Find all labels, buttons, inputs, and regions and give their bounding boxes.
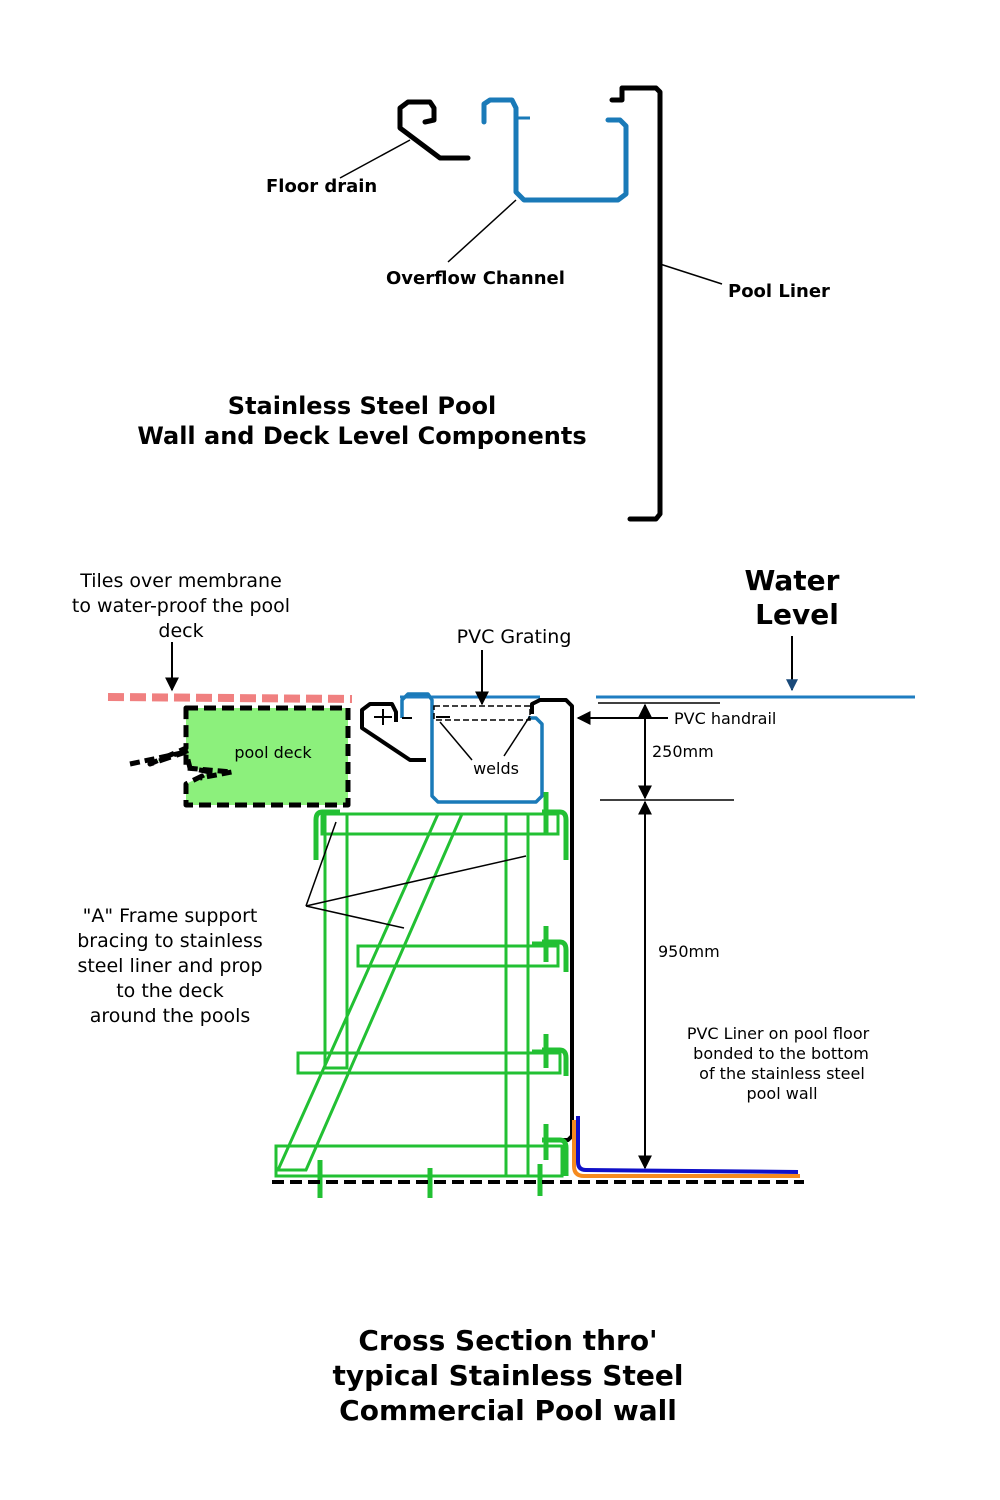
overflow-channel-label: Overflow Channel	[386, 268, 565, 289]
overflow-channel-profile	[481, 97, 629, 203]
caption-line2: typical Stainless Steel	[333, 1359, 684, 1392]
floor-liner-note-line3: of the stainless steel	[699, 1064, 865, 1083]
pvc-grating-label: PVC Grating	[457, 626, 572, 648]
frame-left-post	[323, 812, 349, 1070]
frame-leader-1	[305, 821, 337, 907]
dim-upper-label: 250mm	[652, 742, 714, 761]
frame-note-line5: around the pools	[90, 1005, 251, 1027]
bracket-top	[542, 809, 569, 860]
bracket-4	[542, 1137, 569, 1176]
bracket-3	[542, 1047, 569, 1076]
caption-line1: Cross Section thro'	[358, 1324, 657, 1357]
floor-liner-note-line2: bonded to the bottom	[693, 1044, 869, 1063]
frame-right-post	[504, 812, 530, 1178]
welds-label: welds	[473, 759, 519, 778]
welds-leader-left	[439, 721, 473, 761]
frame-note-line3: steel liner and prop	[77, 955, 262, 977]
tiles-note-line2: to water-proof the pool	[72, 595, 290, 617]
pool-liner-leader	[659, 263, 723, 285]
pvc-handrail-label: PVC handrail	[674, 709, 776, 728]
cross-section-group: Water Level Tiles over membrane to water…	[72, 564, 915, 1198]
bracket-left-top	[313, 809, 340, 860]
pool-liner-label: Pool Liner	[728, 281, 830, 302]
tiles-note-line3: deck	[158, 620, 203, 642]
water-level-label-line2: Level	[755, 598, 839, 631]
floor-drain-leader	[339, 139, 411, 179]
section-overflow-channel	[400, 692, 544, 804]
frame-leader-3	[305, 905, 405, 929]
components-group: Floor drain Overflow Channel Pool Liner …	[137, 85, 830, 522]
frame-rail-3	[296, 1051, 562, 1075]
floor-drain-label: Floor drain	[266, 176, 377, 197]
a-frame-support	[274, 792, 569, 1198]
tiles-membrane-line	[107, 693, 353, 703]
dim-lower-label: 950mm	[658, 942, 720, 961]
tiles-note-line1: Tiles over membrane	[79, 570, 282, 592]
frame-top-rail	[320, 812, 560, 836]
overflow-channel-leader	[447, 199, 517, 263]
frame-base-rail	[274, 1144, 564, 1178]
frame-rail-2	[356, 944, 560, 968]
bracket-2	[542, 939, 569, 972]
section-floor-drain	[360, 702, 426, 762]
components-title-line1: Stainless Steel Pool	[228, 392, 496, 420]
frame-leader-2	[305, 855, 527, 907]
water-level-label-line1: Water	[745, 564, 840, 597]
floor-drain-profile	[397, 99, 471, 161]
deck-break-line	[129, 748, 233, 781]
frame-note-line4: to the deck	[116, 980, 224, 1002]
floor-liner-blue	[576, 1116, 799, 1174]
frame-note-line2: bracing to stainless	[77, 930, 263, 952]
caption-group: Cross Section thro' typical Stainless St…	[333, 1324, 684, 1427]
welds-leader-right	[503, 715, 531, 757]
floor-liner-orange	[572, 1120, 800, 1178]
floor-liner-note-line1: PVC Liner on pool floor	[687, 1024, 870, 1043]
stainless-pool-wall	[530, 698, 574, 1142]
floor-liner-note-line4: pool wall	[746, 1084, 817, 1103]
frame-diagonal-brace	[275, 812, 465, 1172]
caption-line3: Commercial Pool wall	[339, 1394, 677, 1427]
pool-liner-profile	[609, 85, 663, 522]
components-title-line2: Wall and Deck Level Components	[137, 422, 586, 450]
pool-deck-label: pool deck	[234, 743, 312, 762]
frame-note-line1: "A" Frame support	[83, 905, 258, 927]
